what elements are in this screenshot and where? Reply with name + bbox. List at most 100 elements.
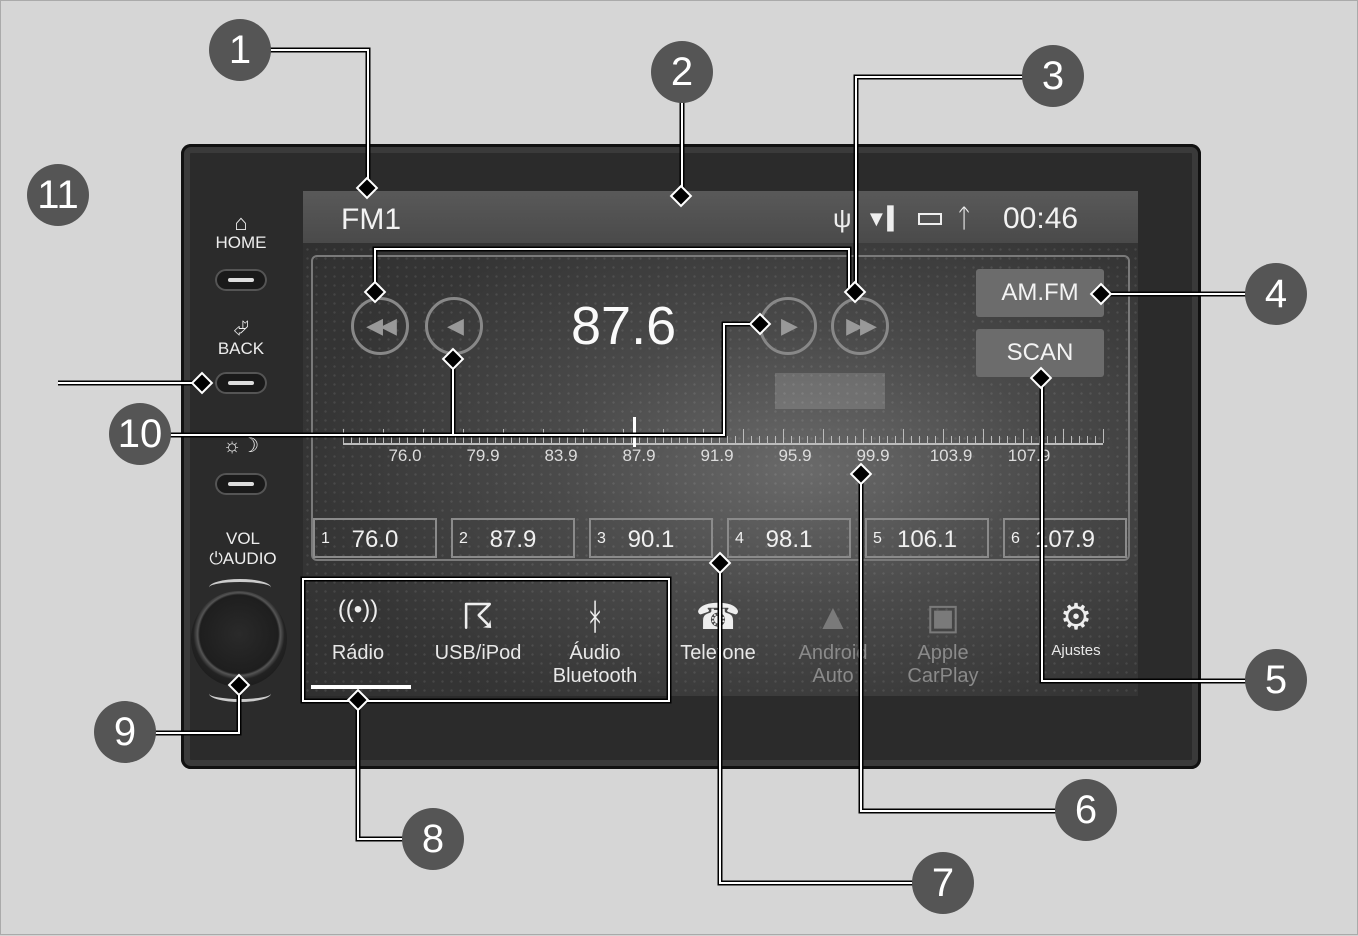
scale-tick [599,436,600,443]
brightness-button[interactable] [215,473,267,495]
triangle-left-icon: ◀ [447,313,464,338]
scale-tick [535,436,536,443]
preset-number: 1 [321,530,330,547]
scale-tick [687,436,688,443]
preset-frequency: 106.1 [896,526,958,553]
scale-tick [791,436,792,443]
callout-10: 10 [109,403,171,465]
scale-tick [431,436,432,443]
scale-tick [519,436,520,443]
vol-audio-knob[interactable] [191,591,287,687]
scale-tick [839,436,840,443]
preset-number: 4 [735,530,744,547]
callout-3: 3 [1022,45,1084,107]
preset-number: 3 [597,530,606,547]
scale-tick [479,436,480,443]
status-bar: FM1 ψ ▼▍ ᛏ 00:46 [303,191,1138,243]
back-button[interactable] [215,372,267,394]
scale-tick [351,436,352,443]
scale-tick [831,436,832,443]
scale-tick [799,436,800,443]
scale-tick [967,436,968,443]
seek-back-button[interactable]: ◀◀ [351,297,409,355]
scale-tick [927,436,928,443]
band-preset-label: FM1 [341,203,401,236]
app-label: USB/iPod [434,642,522,664]
scale-tick [871,436,872,443]
preset-button-6[interactable]: 6 107.9 [1003,518,1127,558]
scale-tick [511,436,512,443]
preset-frequency: 98.1 [765,526,813,553]
radio-active-indicator [311,685,411,689]
scale-tick [727,436,728,443]
scale-tick [887,436,888,443]
scale-tick [999,436,1000,443]
preset-number: 6 [1011,530,1020,547]
app-usb-ipod[interactable]: ☈ USB/iPod [423,596,533,665]
scale-label: 83.9 [544,446,578,465]
scale-tick [655,436,656,443]
scale-tick [823,429,824,443]
scale-tick [1055,436,1056,443]
scale-label: 99.9 [856,446,890,465]
clock: 00:46 [1003,202,1079,235]
usb-ipod-icon: ☈ [461,596,495,637]
status-icons: ψ ▼▍ ᛏ [833,203,972,234]
skip-back-icon: ◀◀ [366,313,397,338]
scale-tick [815,436,816,443]
scale-tick [487,436,488,443]
scale-tick [1015,436,1016,443]
scale-tick [775,436,776,443]
am-fm-button[interactable]: AM.FM [976,269,1104,317]
scale-tick [455,436,456,443]
scale-tick [719,436,720,443]
scale-tick [943,429,944,443]
app-android-auto[interactable]: ▲Android Auto [778,596,888,688]
scale-tick [983,429,984,443]
callout-8: 8 [402,808,464,870]
scale-tick [863,429,864,443]
scale-label: 87.9 [622,446,656,465]
scale-tick [375,436,376,443]
battery-icon [918,212,943,225]
callout-11: 11 [27,164,89,226]
scale-tick [1031,436,1032,443]
scale-tick [991,436,992,443]
seek-forward-button[interactable]: ▶▶ [831,297,889,355]
scale-tick [567,436,568,443]
scale-tick [1007,436,1008,443]
triangle-right-icon: ▶ [781,313,798,338]
scale-tick [407,436,408,443]
scale-tick [559,436,560,443]
scale-tick [807,436,808,443]
scale-tick [879,436,880,443]
home-icon: ⌂ [234,210,248,235]
scale-tick [551,436,552,443]
scale-tick [743,429,744,443]
scale-tick [447,436,448,443]
app-label: Apple CarPlay [907,642,979,687]
app-radio[interactable]: ((•))Rádio [303,596,413,665]
preset-number: 2 [459,530,468,547]
radio-icon: ((•)) [337,596,379,623]
preset-frequency: 90.1 [627,526,675,553]
scale-tick [847,436,848,443]
scale-tick [359,436,360,443]
scale-tick [783,429,784,443]
rds-info-area [775,373,885,409]
scale-tick [399,436,400,443]
home-button[interactable] [215,269,267,291]
scale-tick [711,436,712,443]
app-gear[interactable]: ⚙Ajustes [1021,596,1131,659]
android-auto-icon: ▲ [815,596,851,637]
app-apple-carplay[interactable]: ▣Apple CarPlay [888,596,998,688]
back-control: ⮰ BACK [206,319,276,359]
preset-frequency: 107.9 [1034,526,1096,553]
scale-label: 103.9 [929,446,973,465]
